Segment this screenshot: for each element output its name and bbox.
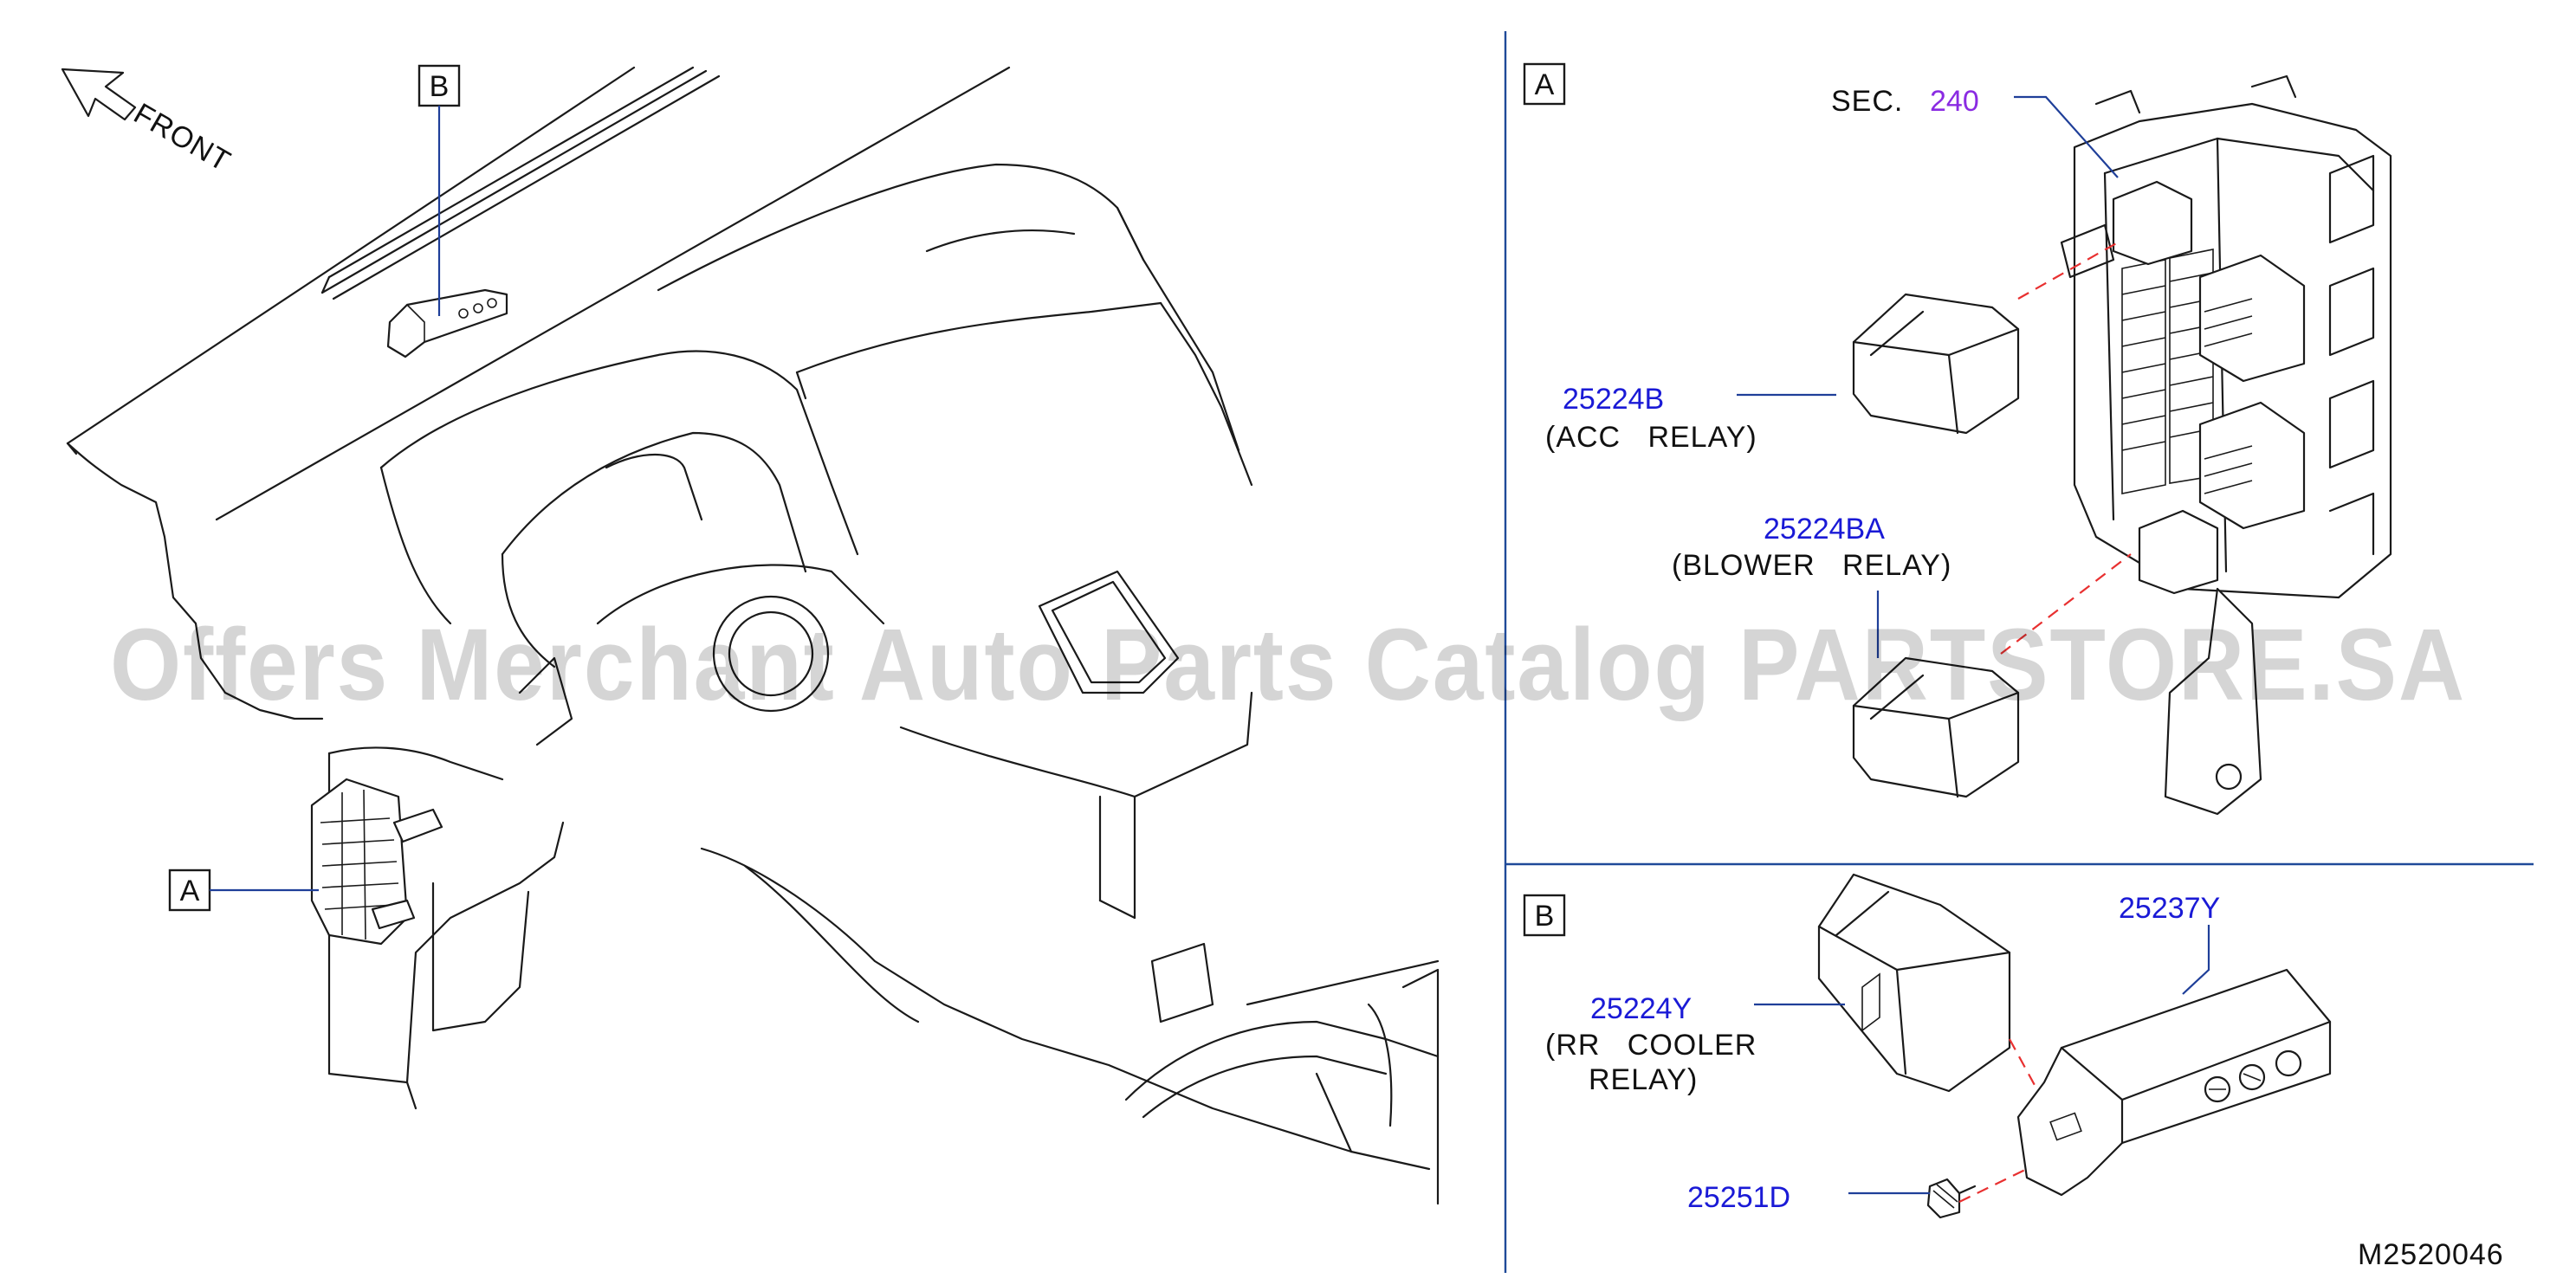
acc-relay-part-number[interactable]: 25224B — [1563, 383, 1664, 416]
rr-cooler-relay-part-number[interactable]: 25224Y — [1590, 992, 1692, 1025]
callout-a-detail: A — [1523, 62, 1566, 106]
rr-cooler-relay-description-line1: (RR COOLER — [1545, 1029, 1757, 1062]
sec-number[interactable]: 240 — [1930, 85, 1979, 118]
screw-part-number[interactable]: 25251D — [1687, 1181, 1790, 1214]
acc-relay-illustration — [1852, 293, 2020, 435]
overview-fuse-block-a — [310, 778, 443, 946]
callout-b-left: B — [417, 64, 461, 316]
front-label: FRONT — [128, 97, 236, 178]
rr-cooler-relay-description-line2: RELAY) — [1589, 1063, 1698, 1096]
watermark-text: Offers Merchant Auto Parts Catalog PARTS… — [110, 608, 2466, 722]
bracket-illustration — [2016, 968, 2332, 1197]
acc-relay-description: (ACC RELAY) — [1545, 421, 1757, 454]
svg-text:B: B — [430, 70, 450, 103]
sec-prefix: SEC. — [1831, 85, 1903, 118]
svg-text:B: B — [1535, 900, 1555, 933]
callout-b-detail: B — [1523, 894, 1566, 937]
blower-relay-description: (BLOWER RELAY) — [1672, 549, 1951, 582]
svg-text:A: A — [180, 875, 200, 907]
blower-relay-illustration — [1852, 656, 2020, 798]
diagram-code: M2520046 — [2358, 1238, 2504, 1271]
rr-cooler-relay-illustration — [1817, 873, 2011, 1093]
dashboard-illustration — [66, 66, 1440, 1205]
overview-component-b — [386, 288, 508, 358]
fuse-block-detail — [2060, 74, 2392, 816]
screw-illustration — [1926, 1178, 1977, 1219]
callout-a-left: A — [168, 869, 319, 912]
blower-relay-part-number[interactable]: 25224BA — [1764, 513, 1885, 546]
front-arrow-icon — [61, 68, 137, 121]
bracket-part-number[interactable]: 25237Y — [2119, 892, 2220, 925]
svg-text:A: A — [1535, 68, 1555, 101]
